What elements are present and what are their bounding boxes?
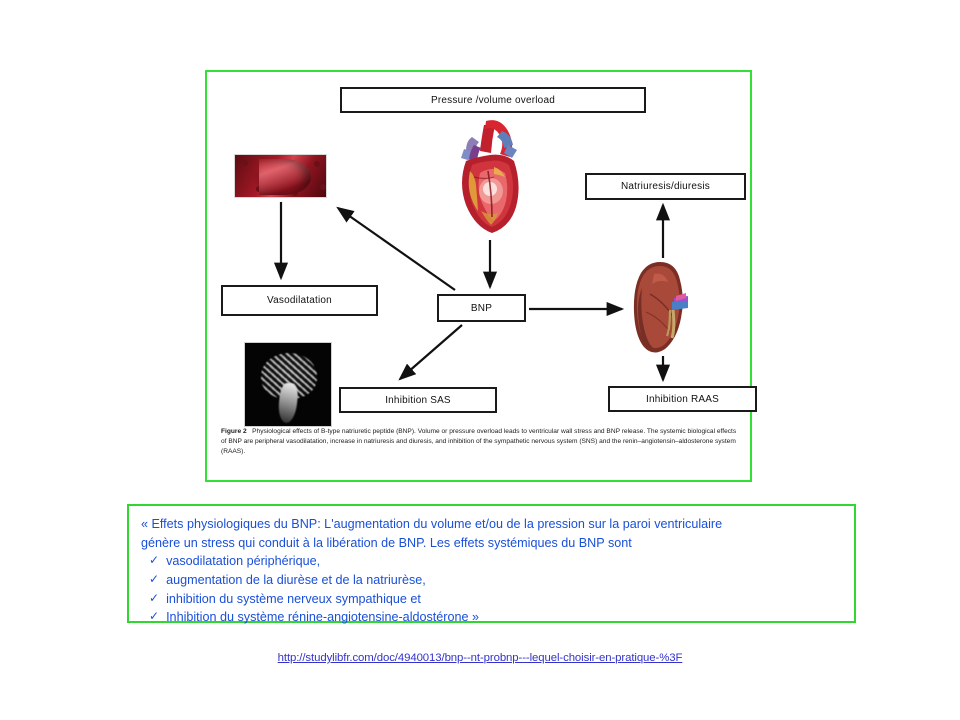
box-natriuresis-diuresis-label: Natriuresis/diuresis (620, 181, 711, 192)
commentary-bullet-4: ✓ Inhibition du système rénine-angiotens… (149, 608, 842, 627)
commentary-bullet-1-label: vasodilatation périphérique, (166, 554, 321, 569)
commentary-bullet-2-label: augmentation de la diurèse et de la natr… (166, 572, 426, 587)
box-natriuresis-diuresis: Natriuresis/diuresis (585, 173, 746, 200)
box-inhibition-raas: Inhibition RAAS (608, 386, 757, 412)
check-icon: ✓ (149, 609, 160, 624)
brain-mri-image (244, 342, 332, 427)
check-icon: ✓ (149, 590, 160, 605)
figure-caption: Figure 2 Physiological effects of B-type… (221, 427, 737, 457)
box-pressure-volume-overload: Pressure /volume overload (340, 87, 646, 113)
commentary-bullet-1: ✓ vasodilatation périphérique, (149, 552, 842, 571)
commentary-bullet-3: ✓ inhibition du système nerveux sympathi… (149, 590, 842, 609)
box-inhibition-raas-label: Inhibition RAAS (645, 393, 720, 405)
box-bnp-label: BNP (470, 302, 493, 314)
check-icon: ✓ (149, 571, 160, 586)
kidney-image (630, 258, 694, 356)
commentary-bullet-3-label: inhibition du système nerveux sympathiqu… (166, 591, 421, 606)
commentary-paragraph-line1: « Effets physiologiques du BNP: L'augmen… (141, 517, 723, 531)
box-pressure-volume-overload-label: Pressure /volume overload (431, 94, 555, 106)
box-vasodilatation: Vasodilatation (221, 285, 378, 316)
check-icon: ✓ (149, 553, 160, 568)
source-url-link[interactable]: http://studylibfr.com/doc/4940013/bnp--n… (277, 652, 683, 664)
box-bnp: BNP (437, 294, 526, 322)
figure-caption-label: Figure 2 (221, 428, 247, 435)
commentary-bullet-2: ✓ augmentation de la diurèse et de la na… (149, 571, 842, 590)
figure-caption-text: Physiological effects of B-type natriure… (221, 428, 737, 456)
box-vasodilatation-label: Vasodilatation (267, 295, 332, 306)
commentary-bullet-4-label: Inhibition du système rénine-angiotensin… (166, 610, 480, 625)
french-commentary-box: « Effets physiologiques du BNP: L'augmen… (127, 504, 856, 624)
commentary-paragraph-line2: génère un stress qui conduit à la libéra… (141, 535, 632, 550)
blood-vessel-image (234, 154, 327, 198)
diagram-area: Pressure /volume overload Natriuresis/di… (207, 72, 757, 427)
box-inhibition-sas: Inhibition SAS (339, 387, 497, 413)
heart-image (450, 115, 530, 237)
figure-panel: Pressure /volume overload Natriuresis/di… (205, 70, 757, 482)
box-inhibition-sas-label: Inhibition SAS (385, 394, 451, 406)
